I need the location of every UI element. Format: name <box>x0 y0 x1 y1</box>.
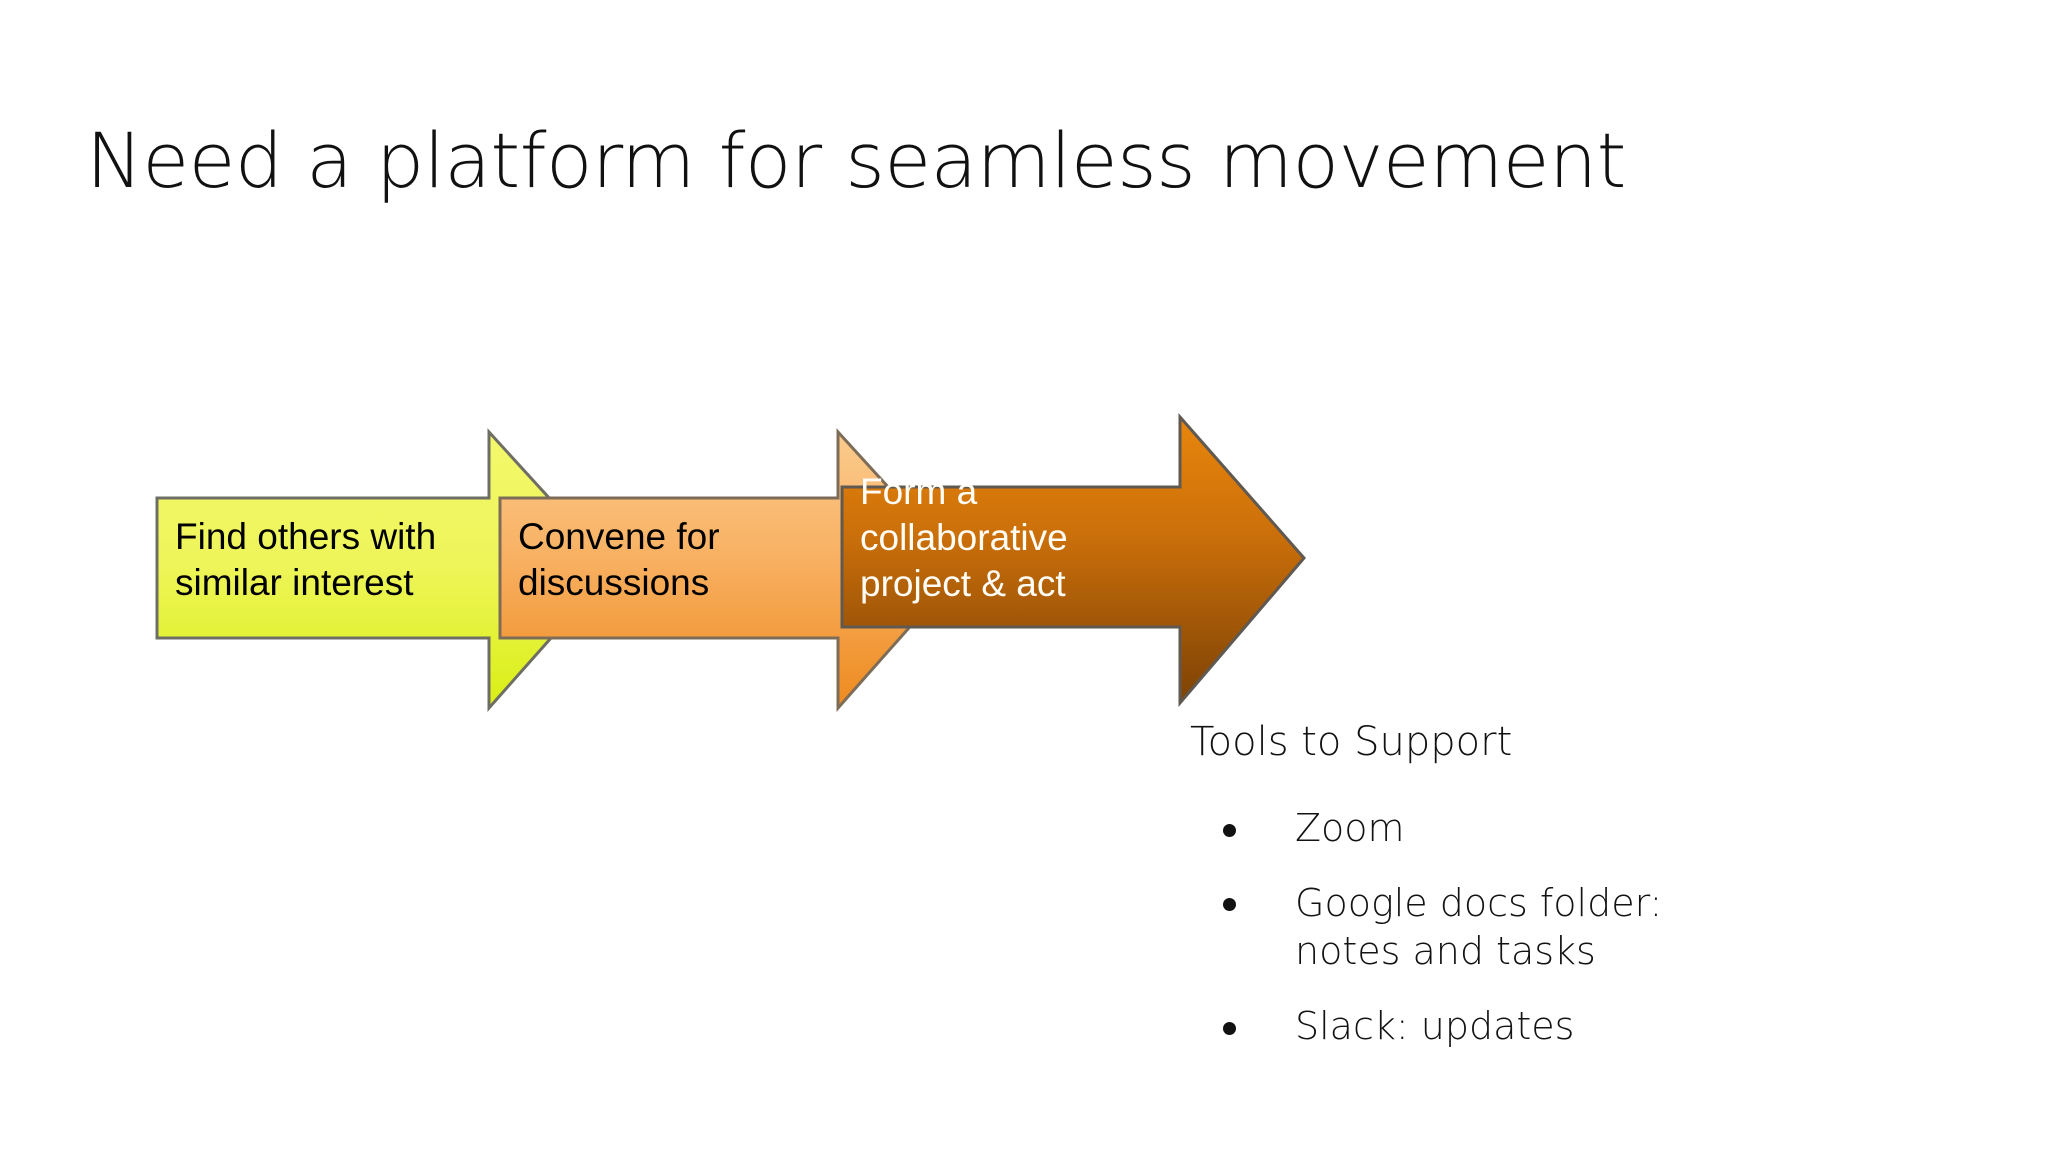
tools-heading: Tools to Support <box>1190 719 1513 765</box>
flow-step-1-label: Find others with similar interest <box>175 516 437 603</box>
bullet-dot-icon <box>1223 898 1236 912</box>
list-item-label: Zoom <box>1295 806 1405 850</box>
list-item: Google docs folder: notes and tasks <box>1223 879 1683 976</box>
bullet-dot-icon <box>1223 823 1236 837</box>
page-title: Need a platform for seamless movement <box>86 116 1626 205</box>
arrow-shape-3 <box>840 413 1306 708</box>
tools-list: Zoom Google docs folder: notes and tasks… <box>1190 804 1890 1051</box>
list-item-label: Slack: updates <box>1295 1003 1575 1048</box>
list-item: Slack: updates <box>1223 1002 1683 1051</box>
flow-step-3[interactable]: Form a collaborative project & act <box>840 413 1320 715</box>
flow-step-2-label: Convene for discussions <box>518 516 720 603</box>
tools-panel: Tools to Support Zoom Google docs folder… <box>1190 718 1890 1051</box>
bullet-dot-icon <box>1223 1021 1236 1035</box>
list-item-label: Google docs folder: notes and tasks <box>1295 880 1663 974</box>
flow-step-3-label: Form a collaborative project & act <box>860 471 1068 604</box>
list-item: Zoom <box>1223 804 1683 853</box>
